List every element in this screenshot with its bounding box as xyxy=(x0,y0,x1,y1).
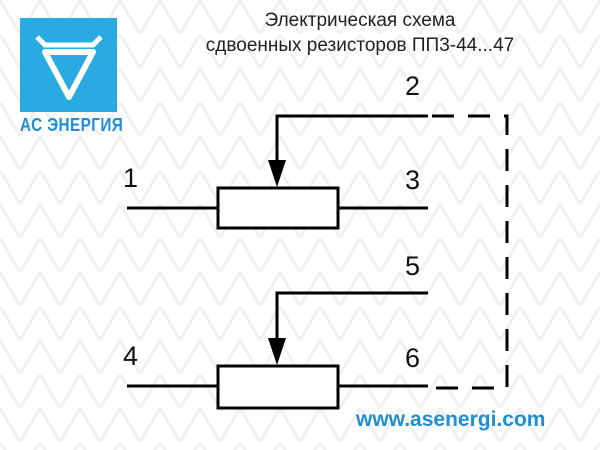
title-line2: сдвоенных резисторов ПП3-44...47 xyxy=(205,35,515,56)
wiper-2 xyxy=(275,114,428,170)
pin-4: 4 xyxy=(123,341,139,371)
logo-mark xyxy=(20,18,117,112)
wiper-arrow-bottom xyxy=(268,338,286,365)
pin-5: 5 xyxy=(405,251,421,281)
pin-3: 3 xyxy=(405,165,421,195)
pin-6: 6 xyxy=(405,343,421,373)
logo-text: АС ЭНЕРГИЯ xyxy=(20,115,124,135)
website-link[interactable]: www.asenergi.com xyxy=(356,408,546,431)
mechanical-link xyxy=(432,114,509,390)
resistor-top xyxy=(216,186,340,230)
pin-1: 1 xyxy=(123,163,139,193)
wiper-5 xyxy=(275,291,428,348)
wiper-arrow-top xyxy=(268,160,286,187)
resistor-bottom xyxy=(216,364,340,410)
title-line1: Электрическая схема xyxy=(264,10,456,31)
pin-2: 2 xyxy=(405,71,421,101)
